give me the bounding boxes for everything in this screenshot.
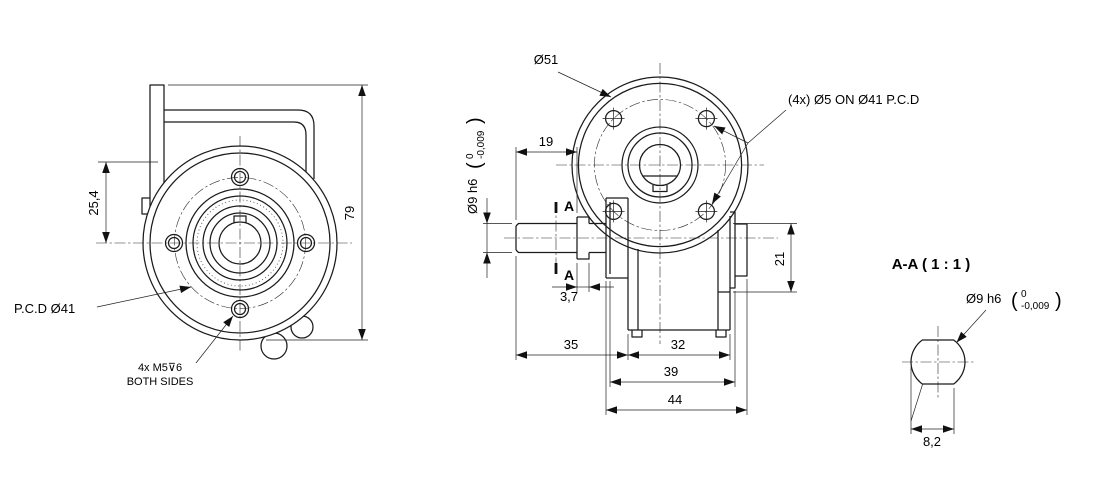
dim-44: 44	[605, 279, 748, 415]
dim-3-7: 3,7	[552, 263, 614, 304]
dia-51-text: Ø51	[534, 52, 559, 67]
dia-51-leader	[557, 71, 612, 98]
dim-39-extension	[609, 281, 736, 387]
section-title: A-A ( 1 : 1 )	[892, 256, 971, 273]
dim-8-2-extension	[910, 367, 955, 434]
flange-holes-leader-stem	[747, 109, 787, 144]
dim-32: 32	[628, 334, 731, 360]
pcd-label: P.C.D Ø41	[14, 285, 192, 316]
flange-holes-text: (4x) Ø5 ON Ø41 P.C.D	[788, 92, 919, 107]
front-view: 25,4 79 P.C.D Ø41 4x M5⊽6 BOTH SIDES	[14, 84, 368, 388]
dim-44-extension	[605, 279, 748, 415]
dim-shaft-diameter: Ø9 h6 ( 0 -0,009 )	[464, 117, 512, 278]
dim-32-text: 32	[671, 337, 685, 352]
dim-3-7-extension	[576, 263, 590, 292]
section-tol-close-paren: )	[1055, 290, 1062, 312]
front-bore-circle	[218, 221, 262, 265]
dim-3-7-text: 3,7	[560, 289, 578, 304]
section-tol-lower: -0,009	[1021, 301, 1050, 312]
front-bolt-holes	[164, 167, 316, 319]
shaft-tol-upper: 0	[465, 153, 476, 159]
dim-25-4: 25,4	[86, 161, 158, 243]
label-dia-51: Ø51	[534, 52, 612, 98]
front-bolt-hole-circles	[164, 167, 316, 319]
side-centerlines	[504, 63, 778, 344]
flange-holes-leader-bottom	[711, 142, 749, 205]
section-tol-upper: 0	[1021, 289, 1027, 300]
dim-19-extension	[515, 147, 578, 220]
side-bolt-hole-centermarks	[602, 107, 718, 223]
section-shaft-shape	[910, 339, 966, 385]
label-flange-holes: (4x) Ø5 ON Ø41 P.C.D	[711, 92, 919, 205]
dim-8-2-flat-leader	[910, 384, 923, 422]
shaft-tol-lower: -0,009	[476, 130, 487, 159]
section-dia-leader	[956, 309, 987, 343]
pcd-label-text: P.C.D Ø41	[14, 301, 75, 316]
section-tol-open-paren: (	[1011, 290, 1018, 312]
dim-35: 35	[515, 256, 629, 360]
tap-note-line1: 4x M5⊽6	[138, 362, 182, 374]
section-centerlines	[902, 326, 974, 398]
section-letter-top: A	[564, 198, 574, 214]
dim-21-text: 21	[772, 252, 787, 266]
front-pcd-circle	[174, 177, 306, 309]
dim-8-2-text: 8,2	[923, 434, 941, 449]
flange-holes-leader-top	[713, 125, 749, 144]
dim-44-text: 44	[668, 392, 682, 407]
shaft-dia-value: Ø9 h6	[465, 179, 480, 214]
pcd-leader	[96, 285, 192, 308]
front-centerlines	[96, 136, 352, 352]
dim-19: 19	[515, 134, 578, 220]
section-cut-line: A A	[554, 198, 574, 283]
tap-note: 4x M5⊽6 BOTH SIDES	[127, 315, 234, 388]
section-letter-bottom: A	[564, 267, 574, 283]
section-shaft-dia-value: Ø9 h6	[966, 291, 1001, 306]
tap-note-leader	[195, 315, 234, 364]
dim-21: 21	[733, 223, 797, 293]
dim-79: 79	[168, 84, 368, 341]
side-bolt-holes	[602, 107, 718, 223]
dim-39-text: 39	[664, 364, 678, 379]
front-housing-outline	[141, 84, 315, 215]
dim-21-extension	[733, 223, 797, 293]
tap-note-line2: BOTH SIDES	[127, 376, 194, 388]
shaft-tol-close-paren: )	[464, 117, 486, 124]
dim-39: 39	[609, 281, 736, 387]
dim-shaft-dia-text: Ø9 h6 ( 0 -0,009 )	[464, 117, 487, 214]
section-view: A-A ( 1 : 1 ) Ø9 h6 ( 0 -0,009 ) 8,2	[892, 256, 1062, 449]
side-machine-outline	[515, 197, 748, 338]
dim-19-text: 19	[539, 134, 553, 149]
dim-8-2: 8,2	[910, 367, 955, 449]
side-view: A A Ø51 (4x) Ø5 ON Ø41 P.C.D Ø9 h6 ( 0 -…	[464, 52, 919, 415]
dim-79-text: 79	[342, 206, 357, 220]
shaft-tol-open-paren: (	[464, 162, 486, 169]
front-flange-ring	[149, 152, 331, 334]
side-pcd-circle	[594, 99, 726, 231]
dim-79-extension	[168, 84, 368, 341]
side-centerline-path	[504, 63, 778, 344]
front-centerline-path	[96, 136, 352, 352]
dim-35-text: 35	[564, 337, 578, 352]
dim-25-4-text: 25,4	[86, 190, 101, 215]
section-shaft-dia-label: Ø9 h6 ( 0 -0,009 )	[956, 289, 1062, 343]
